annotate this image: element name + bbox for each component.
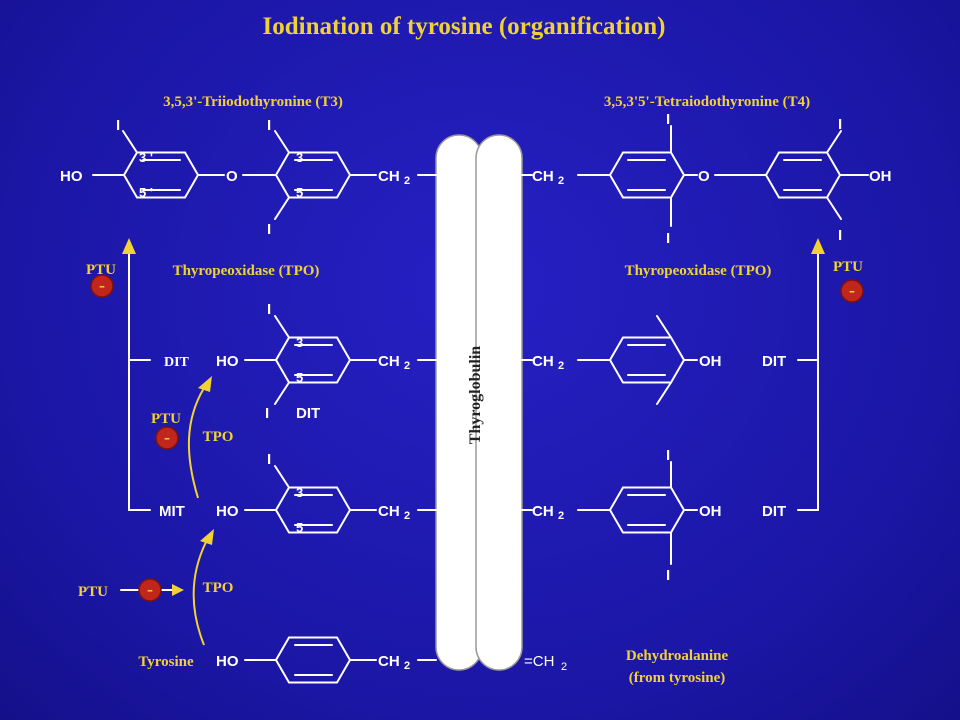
- t3-ch: CH: [378, 168, 400, 185]
- dit-right-lower-oh: OH: [699, 503, 722, 520]
- svg-text:-: -: [99, 275, 105, 295]
- tpo-label-mit: TPO: [203, 580, 234, 596]
- dehydroalanine-label: Dehydroalanine: [626, 648, 729, 664]
- tpo-label-dit: TPO: [203, 429, 234, 445]
- t3-iodine-3: I: [267, 117, 271, 134]
- dit-right-upper-label: DIT: [762, 353, 786, 370]
- tpo-arrow-mit-to-dit-head: [198, 376, 212, 392]
- mit-left-iodine-3: I: [267, 451, 271, 468]
- dit-right-upper-molecule: [521, 315, 698, 405]
- t3-ch-subscript: 2: [404, 175, 410, 187]
- ptu-label-tyrosine: PTU: [78, 584, 108, 600]
- tyrosine-ho: HO: [216, 653, 239, 670]
- dit-left-iodine-5: I: [265, 405, 269, 422]
- tpo-label-right: Thyropeoxidase (TPO): [625, 263, 772, 279]
- ptu-label-dit: PTU: [151, 411, 181, 427]
- t3-pos-3: 3: [296, 150, 303, 165]
- t3-pos-5: 5: [296, 185, 303, 200]
- tyrosine-molecule: [244, 636, 437, 684]
- t4-ch: CH: [532, 168, 554, 185]
- t3-ether-o: O: [226, 168, 238, 185]
- right-flow-lines: [797, 238, 825, 511]
- dit-left-molecule: [244, 315, 437, 405]
- dit-right-upper-oh: OH: [699, 353, 722, 370]
- t4-molecule: [521, 125, 869, 227]
- t3-molecule: [92, 130, 437, 220]
- tyrosine-label: Tyrosine: [138, 654, 194, 670]
- tpo-arrow-mit-to-dit: [187, 387, 205, 499]
- dit-left-pos-5: 5: [296, 370, 303, 385]
- mit-left-molecule: [244, 465, 437, 534]
- dit-right-lower-iodine-3: I: [666, 447, 670, 464]
- ptu-inhibit-arrowhead: [172, 584, 184, 596]
- svg-text:-: -: [147, 579, 153, 599]
- thyroglobulin-label: Thyroglobulin: [467, 346, 484, 445]
- tpo-arrow-tyr-to-mit-head: [200, 529, 214, 545]
- dit-left-ch-subscript: 2: [404, 360, 410, 372]
- dit-left-pos-3: 3: [296, 335, 303, 350]
- arrow-to-t4: [811, 238, 825, 254]
- thyroglobulin-pillars: Thyroglobulin: [435, 134, 523, 671]
- t4-label: 3,5,3'5'-Tetraiodothyronine (T4): [604, 94, 810, 110]
- dehydroalanine-ch: =CH: [524, 653, 554, 670]
- mit-left-ch-subscript: 2: [404, 510, 410, 522]
- dit-right-lower-ch: CH: [532, 503, 554, 520]
- dit-left-ho: HO: [216, 353, 239, 370]
- dit-right-lower-ch-subscript: 2: [558, 510, 564, 522]
- inhibit-badge-tyrosine: -: [138, 578, 162, 602]
- tyrosine-ch: CH: [378, 653, 400, 670]
- dit-right-lower-iodine-5: I: [666, 567, 670, 584]
- thyroglobulin-pillar-right: [475, 134, 523, 671]
- tyrosine-ch-subscript: 2: [404, 660, 410, 672]
- mit-left-pos-5: 5: [296, 520, 303, 535]
- svg-text:-: -: [164, 427, 170, 447]
- t3-ho: HO: [60, 168, 83, 185]
- t4-iodine-5: I: [666, 230, 670, 247]
- dit-left-iodine-3: I: [267, 301, 271, 318]
- mit-left-ch: CH: [378, 503, 400, 520]
- t3-iodine-3p: I: [116, 117, 120, 134]
- dit-left-ch: CH: [378, 353, 400, 370]
- svg-text:-: -: [849, 280, 855, 300]
- t4-iodine-3: I: [666, 111, 670, 128]
- t4-oh: OH: [869, 168, 892, 185]
- dit-right-upper-ch-subscript: 2: [558, 360, 564, 372]
- dit-flow-label: DIT: [164, 355, 190, 370]
- inhibit-badge-t4: -: [840, 279, 864, 303]
- mit-flow-label: MIT: [159, 503, 185, 520]
- dit-right-upper-ch: CH: [532, 353, 554, 370]
- inhibit-badge-t3: -: [90, 274, 114, 298]
- diagram-title: Iodination of tyrosine (organification): [262, 13, 665, 40]
- tpo-arrow-tyr-to-mit: [192, 541, 207, 646]
- t4-ether-o: O: [698, 168, 710, 185]
- t3-pos-3p: 3 ': [139, 150, 153, 165]
- t3-iodine-5: I: [267, 221, 271, 238]
- ptu-label-t4: PTU: [833, 259, 863, 275]
- dit-right-lower-label: DIT: [762, 503, 786, 520]
- tpo-label-left: Thyropeoxidase (TPO): [173, 263, 320, 279]
- t3-pos-5p: 5 ': [139, 185, 153, 200]
- inhibit-badge-dit: -: [155, 426, 179, 450]
- t4-ch-subscript: 2: [558, 175, 564, 187]
- mit-left-pos-3: 3: [296, 485, 303, 500]
- dit-ring-label: DIT: [296, 405, 320, 422]
- dehydroalanine-ch-subscript: 2: [561, 661, 567, 673]
- dit-right-lower-molecule: [521, 461, 698, 565]
- t4-iodine-3p: I: [838, 116, 842, 133]
- mit-left-ho: HO: [216, 503, 239, 520]
- ptu-label-t3: PTU: [86, 262, 116, 278]
- t3-label: 3,5,3'-Triiodothyronine (T3): [163, 94, 343, 110]
- dehydroalanine-origin-label: (from tyrosine): [629, 670, 726, 686]
- left-flow-lines: [122, 238, 151, 511]
- arrow-to-t3: [122, 238, 136, 254]
- t4-iodine-5p: I: [838, 227, 842, 244]
